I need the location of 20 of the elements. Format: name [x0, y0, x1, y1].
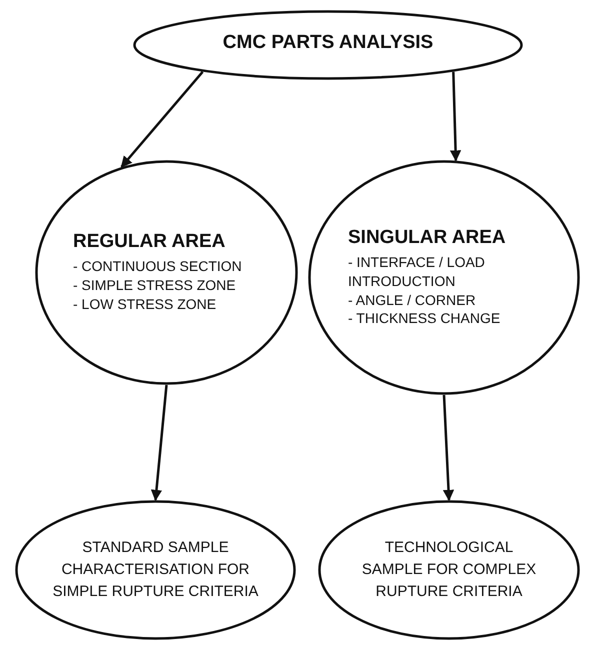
circle-node [35, 160, 298, 385]
node-text: - SIMPLE STRESS ZONE [73, 276, 237, 295]
node-heading: CMC PARTS ANALYSIS [222, 32, 434, 54]
node-text: STANDARD SAMPLE CHARACTERISATION FOR SIMPLE RUPTURE CRITERIA [52, 538, 260, 602]
arrow [442, 394, 454, 502]
node-text: - ANGLE / CORNER [348, 290, 477, 310]
circle-node [308, 160, 580, 395]
ellipse-node [133, 10, 523, 80]
node-text: - CONTINUOUS SECTION [73, 257, 243, 276]
node-text: TECHNOLOGICAL SAMPLE FOR COMPLEX RUPTURE CRITERIA [360, 538, 538, 602]
circle-node [15, 500, 296, 640]
arrow [120, 71, 204, 168]
node-heading: REGULAR AREA [73, 231, 226, 254]
circle-node [318, 500, 580, 640]
node-text: - THICKNESS CHANGE [348, 309, 502, 328]
arrow [450, 72, 462, 162]
node-heading: SINGULAR AREA [348, 226, 507, 249]
arrow [150, 384, 168, 502]
node-text: - LOW STRESS ZONE [73, 294, 218, 314]
node-text: - INTERFACE / LOAD INTRODUCTION [348, 252, 486, 290]
